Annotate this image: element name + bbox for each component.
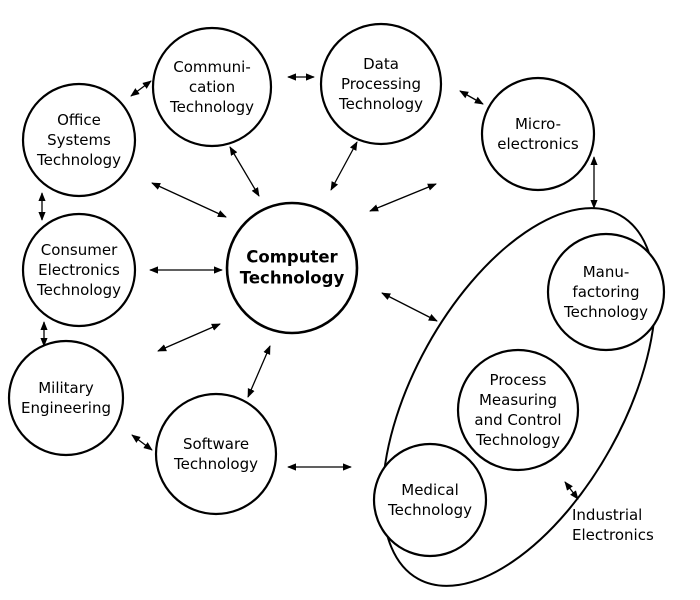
arrow-military-software xyxy=(131,434,153,451)
process-node-circle xyxy=(456,348,580,472)
label-line: Medical xyxy=(401,481,458,499)
label-line: Engineering xyxy=(21,399,111,417)
label-line: Process xyxy=(490,371,547,389)
label-line: cation xyxy=(189,78,235,96)
label-line: Consumer xyxy=(41,241,118,259)
label-line: Communi- xyxy=(173,58,250,76)
communication-node-circle xyxy=(151,26,273,148)
label-line: Processing xyxy=(341,75,421,93)
office-node-circle xyxy=(21,82,137,198)
label-line: Computer xyxy=(246,248,338,267)
label-line: Measuring xyxy=(479,391,557,409)
arrow-center-group xyxy=(381,292,438,322)
label-line: Software xyxy=(183,435,249,453)
label-line: Micro- xyxy=(515,115,561,133)
industrial-electronics-group xyxy=(381,207,657,587)
center-node-circle xyxy=(225,201,359,335)
label-line: Industrial xyxy=(572,506,642,524)
arrow-center-military xyxy=(157,323,221,352)
label-line: electronics xyxy=(497,135,579,153)
arrow-center-data xyxy=(330,141,358,191)
label-line: Technology xyxy=(36,151,121,169)
label-line: Electronics xyxy=(572,526,654,544)
label-line: Manu- xyxy=(583,263,630,281)
label-line: Technology xyxy=(387,501,472,519)
label-line: Electronics xyxy=(38,261,120,279)
label-line: Technology xyxy=(475,431,560,449)
software-node-circle xyxy=(154,392,278,516)
label-line: Office xyxy=(57,111,101,129)
arrow-center-micro xyxy=(369,183,437,212)
data-processing-node-circle xyxy=(319,22,443,146)
military-node-circle xyxy=(7,339,125,457)
label-line: Technology xyxy=(338,95,423,113)
arrow-center-communication xyxy=(229,146,260,197)
arrows xyxy=(38,73,598,500)
manufactoring-node-circle xyxy=(546,232,666,352)
label-line: Technology xyxy=(563,303,648,321)
consumer-node-circle xyxy=(21,212,137,328)
label-line: Technology xyxy=(173,455,258,473)
microelectronics-node-circle xyxy=(480,76,596,192)
label-line: Systems xyxy=(47,131,111,149)
arrow-data-micro xyxy=(459,90,484,105)
label-line: Military xyxy=(38,379,94,397)
arrow-medical-label xyxy=(564,481,579,500)
label-line: Technology xyxy=(169,98,254,116)
arrow-center-software xyxy=(247,345,271,398)
arrow-center-office xyxy=(151,182,227,218)
label-line: and Control xyxy=(474,411,561,429)
medical-node-circle xyxy=(372,442,488,558)
microelectronics-node-label: Micro-electronics xyxy=(497,115,579,153)
label-line: Technology xyxy=(240,269,345,288)
label-line: Data xyxy=(363,55,399,73)
label-line: Technology xyxy=(36,281,121,299)
label-line: factoring xyxy=(572,283,639,301)
arrow-office-communication xyxy=(130,80,152,97)
